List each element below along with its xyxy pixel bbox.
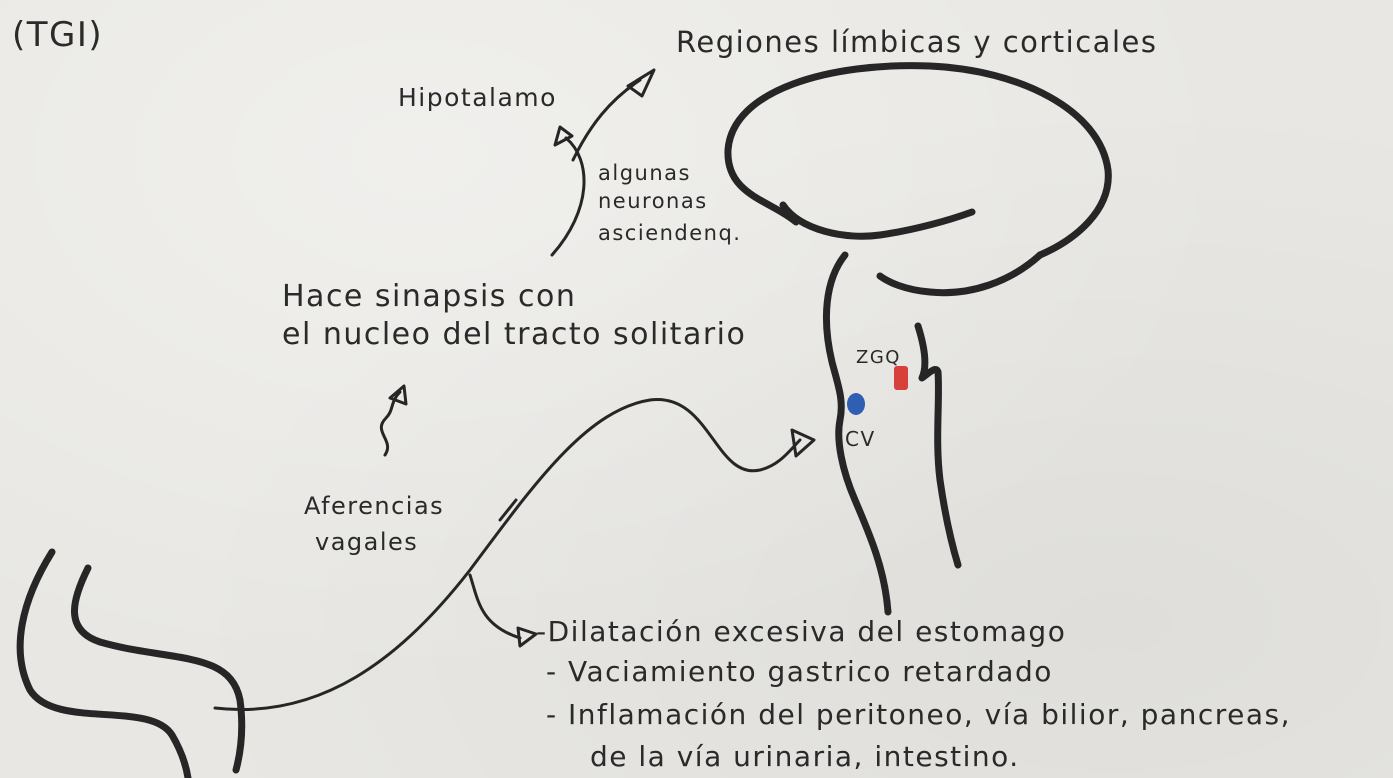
afferent-text-line-1: Aferencias <box>304 492 444 520</box>
corner-label: (TGI) <box>12 15 103 55</box>
cause-line-4: de la vía urinaria, intestino. <box>590 740 1020 773</box>
zgq-label: ZGQ <box>856 347 901 368</box>
ascend-text-line-2: neuronas <box>598 189 708 213</box>
cause-line-2: - Vaciamiento gastrico retardado <box>546 655 1053 688</box>
vagal-arrow-head <box>792 430 814 456</box>
brain-cerebellum <box>880 255 1040 293</box>
regions-label: Regiones límbicas y corticales <box>676 25 1157 59</box>
brainstem-right <box>918 326 958 565</box>
cv-label: CV <box>845 427 876 451</box>
causes-branch <box>470 575 520 638</box>
cause-line-3: - Inflamación del peritoneo, vía bilior,… <box>546 698 1291 731</box>
ascend-text-line-1: algunas <box>598 161 691 185</box>
stomach-inner <box>74 568 241 770</box>
cause-line-1: -Dilatación excesiva del estomago <box>536 615 1066 648</box>
ascend-text-line-3: asciendenq. <box>598 221 741 245</box>
zgq-mark <box>894 366 908 390</box>
regions-arrow-head <box>628 70 654 96</box>
hypothalamus-label: Hipotalamo <box>398 83 557 112</box>
afferent-text-line-2: vagales <box>315 528 418 556</box>
brain-inner-curve <box>783 205 972 236</box>
stomach-outer <box>20 552 188 778</box>
cv-dot <box>847 393 865 415</box>
synapse-text-line-2: el nucleo del tracto solitario <box>282 317 746 352</box>
synapse-text-line-1: Hace sinapsis con <box>282 279 576 314</box>
